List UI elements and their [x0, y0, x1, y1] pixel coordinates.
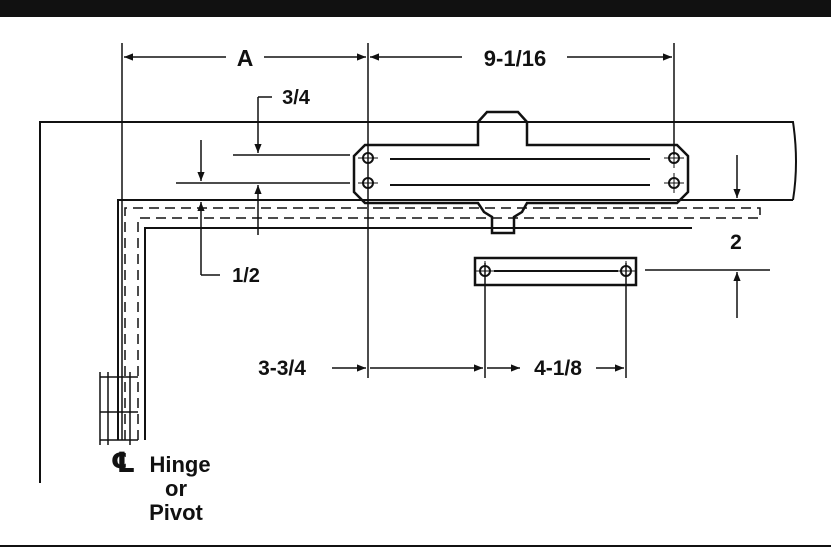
closer-mounting-holes: [358, 148, 684, 193]
door-hidden-lines: [124, 207, 761, 440]
door-bottom-edge: [144, 227, 692, 440]
top-border-bar: [0, 0, 831, 17]
dimension-4-1-8-label: 4-1/8: [534, 357, 582, 380]
closer-body: [352, 110, 690, 235]
dimension-3-4-label: 3/4: [282, 87, 311, 109]
hinge-label: Hinge: [149, 452, 210, 477]
dimension-a-label: A: [237, 45, 254, 71]
dimension-1-2-label: 1/2: [232, 265, 260, 287]
dimension-lines: [124, 53, 741, 372]
dimension-2-label: 2: [730, 231, 742, 254]
hinge-marks: [99, 372, 138, 445]
centerline-symbol: ℄: [110, 447, 135, 478]
dimension-3-3-4-label: 3-3/4: [258, 357, 306, 380]
extension-lines: [121, 43, 770, 440]
door-top-edge: [117, 199, 793, 440]
or-label: or: [165, 476, 187, 501]
dimension-9-1-16-label: 9-1/16: [484, 46, 546, 71]
pivot-label: Pivot: [149, 500, 203, 525]
frame-head-outline: [39, 121, 797, 483]
